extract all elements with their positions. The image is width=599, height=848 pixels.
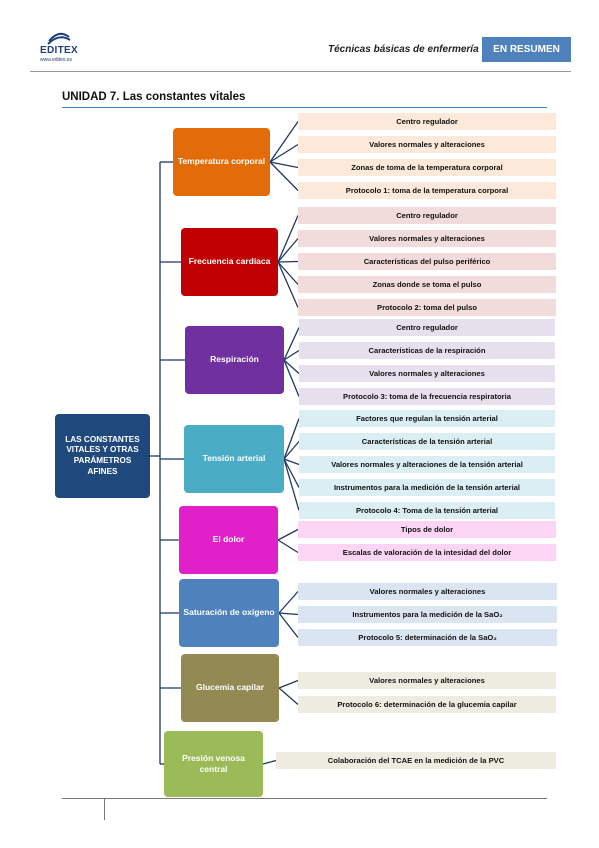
connector-tension-arterial-leaf-4 xyxy=(283,458,300,511)
leaf-frecuencia-cardiaca-1: Centro regulador xyxy=(298,207,556,224)
leaf-temperatura-corporal-2: Valores normales y alteraciones xyxy=(298,136,556,153)
connector-temperatura-corporal-leaf-0 xyxy=(269,121,299,163)
leaf-temperatura-corporal-3: Zonas de toma de la temperatura corporal xyxy=(298,159,556,176)
connector-frecuencia-cardiaca-leaf-4 xyxy=(277,261,299,308)
connector-el-dolor-leaf-1 xyxy=(277,539,299,554)
leaf-tension-arterial-4: Instrumentos para la medición de la tens… xyxy=(299,479,555,496)
leaf-temperatura-corporal-4: Protocolo 1: toma de la temperatura corp… xyxy=(298,182,556,199)
branch-glucemia-capilar: Glucemia capilar xyxy=(181,654,279,722)
summary-badge: EN RESUMEN xyxy=(482,37,571,62)
connector-frecuencia-cardiaca-leaf-0 xyxy=(277,215,299,263)
leaf-glucemia-capilar-2: Protocolo 6: determinación de la glucemi… xyxy=(298,696,556,713)
leaf-frecuencia-cardiaca-5: Protocolo 2: toma del pulso xyxy=(298,299,556,316)
connector-saturacion-de-oxigeno-leaf-1 xyxy=(278,612,299,616)
logo-text: EDITEX xyxy=(40,45,78,56)
connector-frecuencia-cardiaca-leaf-3 xyxy=(277,261,299,285)
connector-tension-arterial-leaf-2 xyxy=(283,458,300,466)
connector-tension-arterial-leaf-0 xyxy=(283,418,300,460)
leaf-tension-arterial-2: Características de la tensión arterial xyxy=(299,433,555,450)
connector-respiracion-leaf-3 xyxy=(283,359,300,397)
branch-tension-arterial: Tensión arterial xyxy=(184,425,284,493)
connector-el-dolor-leaf-0 xyxy=(277,528,299,541)
leaf-el-dolor-2: Escalas de valoración de la intesidad de… xyxy=(298,544,556,561)
leaf-frecuencia-cardiaca-3: Características del pulso periférico xyxy=(298,253,556,270)
branch-respiracion: Respiración xyxy=(185,326,284,394)
connector-tension-arterial-leaf-3 xyxy=(283,458,300,488)
leaf-temperatura-corporal-1: Centro regulador xyxy=(298,113,556,130)
leaf-presion-venosa-central-1: Colaboración del TCAE en la medición de … xyxy=(276,752,556,769)
leaf-saturacion-de-oxigeno-1: Valores normales y alteraciones xyxy=(298,583,557,600)
branch-saturacion-de-oxigeno: Saturación de oxígeno xyxy=(179,579,279,647)
connector-temperatura-corporal-leaf-2 xyxy=(269,161,299,169)
header-divider xyxy=(30,71,571,72)
leaf-respiracion-2: Características de la respiración xyxy=(299,342,555,359)
connector-temperatura-corporal-leaf-3 xyxy=(269,161,299,191)
footer-divider xyxy=(62,798,547,799)
connector-glucemia-capilar-leaf-1 xyxy=(278,687,299,705)
leaf-respiracion-3: Valores normales y alteraciones xyxy=(299,365,555,382)
book-title: Técnicas básicas de enfermería xyxy=(328,44,479,55)
connector-saturacion-de-oxigeno-leaf-0 xyxy=(278,591,299,614)
leaf-el-dolor-1: Tipos de dolor xyxy=(298,521,556,538)
connector-respiracion-leaf-2 xyxy=(283,359,300,374)
logo-mark-icon xyxy=(47,32,71,45)
editex-logo: EDITEX www.editex.es xyxy=(40,31,100,65)
leaf-frecuencia-cardiaca-4: Zonas donde se toma el pulso xyxy=(298,276,556,293)
root-node: LAS CONSTANTES VITALES Y OTRAS PARÁMETRO… xyxy=(55,414,150,498)
leaf-respiracion-1: Centro regulador xyxy=(299,319,555,336)
leaf-saturacion-de-oxigeno-3: Protocolo 5: determinación de la SaO₂ xyxy=(298,629,557,646)
leaf-frecuencia-cardiaca-2: Valores normales y alteraciones xyxy=(298,230,556,247)
connector-saturacion-de-oxigeno-leaf-2 xyxy=(278,612,299,638)
branch-frecuencia-cardiaca: Frecuencia cardíaca xyxy=(181,228,278,296)
leaf-saturacion-de-oxigeno-2: Instrumentos para la medición de la SaO₂ xyxy=(298,606,557,623)
leaf-tension-arterial-5: Protocolo 4: Toma de la tensión arterial xyxy=(299,502,555,519)
connector-temperatura-corporal-leaf-1 xyxy=(269,143,299,163)
connector-frecuencia-cardiaca-leaf-2 xyxy=(277,260,299,263)
connector-presion-venosa-central-leaf-0 xyxy=(262,759,277,765)
leaf-tension-arterial-1: Factores que regulan la tensión arterial xyxy=(299,410,555,427)
branch-temperatura-corporal: Temperatura corporal xyxy=(173,128,270,196)
unit-title: UNIDAD 7. Las constantes vitales xyxy=(62,91,246,103)
leaf-tension-arterial-3: Valores normales y alteraciones de la te… xyxy=(299,456,555,473)
leaf-glucemia-capilar-1: Valores normales y alteraciones xyxy=(298,672,556,689)
logo-url: www.editex.es xyxy=(40,57,72,63)
branch-el-dolor: El dolor xyxy=(179,506,278,574)
footer-tick xyxy=(104,798,105,820)
connector-respiracion-leaf-1 xyxy=(283,349,300,361)
connector-respiracion-leaf-0 xyxy=(283,327,300,361)
branch-presion-venosa-central: Presión venosa central xyxy=(164,731,263,797)
connector-frecuencia-cardiaca-leaf-1 xyxy=(277,238,299,263)
leaf-respiracion-4: Protocolo 3: toma de la frecuencia respi… xyxy=(299,388,555,405)
connector-tension-arterial-leaf-1 xyxy=(283,441,300,460)
connector-glucemia-capilar-leaf-0 xyxy=(278,679,299,689)
unit-title-underline xyxy=(62,107,547,108)
